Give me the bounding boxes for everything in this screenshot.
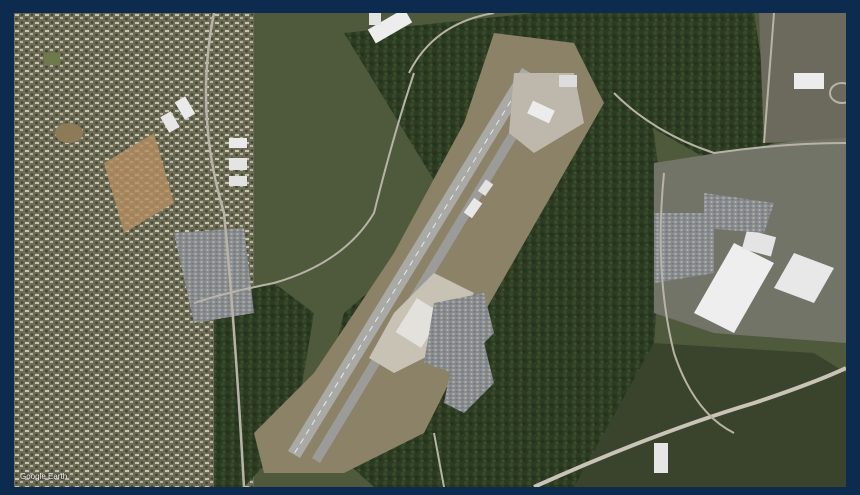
- building-west-2: [160, 111, 180, 133]
- hangar-mid-2: [477, 179, 494, 197]
- building-west-5: [229, 176, 247, 186]
- map-attribution: Google Earth: [20, 472, 68, 481]
- construction-site: [104, 133, 174, 233]
- warehouse-east: [774, 253, 834, 303]
- field-north: [44, 53, 60, 65]
- taxiway-parallel: [312, 78, 550, 463]
- warehouse-north: [367, 13, 413, 44]
- parking-east-north: [704, 193, 774, 233]
- road-east-connector: [659, 172, 735, 434]
- building-south: [654, 443, 668, 473]
- warehouse-northeast: [794, 73, 824, 89]
- road-northeast: [763, 13, 775, 144]
- hangar-northeast: [559, 75, 577, 87]
- forest-north: [534, 13, 774, 163]
- road-west-loop: [193, 72, 415, 304]
- runway-centerline: [293, 72, 529, 455]
- satellite-map[interactable]: Google Earth: [14, 13, 846, 487]
- terminal-building: [395, 298, 443, 348]
- building-west-1: [174, 96, 196, 120]
- parking-south: [444, 343, 494, 413]
- building-west-3: [229, 138, 247, 148]
- building-north: [369, 13, 381, 25]
- road-south: [433, 432, 445, 487]
- hangar-mid-1: [463, 197, 483, 219]
- suburb-southwest: [14, 305, 224, 487]
- warehouse-small: [741, 229, 777, 257]
- road-north: [408, 13, 495, 74]
- satellite-imagery: [14, 13, 846, 487]
- hangar-north: [527, 100, 555, 124]
- road-east: [613, 92, 846, 155]
- parking-west: [174, 228, 254, 323]
- warehouse-large: [694, 243, 774, 333]
- terminal-parking: [424, 293, 494, 373]
- road-north-south: [204, 13, 246, 487]
- parking-east: [654, 213, 714, 283]
- roundabout: [829, 82, 846, 104]
- airfield-grounds: [254, 33, 604, 473]
- building-west-4: [229, 158, 247, 170]
- sports-field: [55, 123, 83, 143]
- highway: [533, 366, 846, 487]
